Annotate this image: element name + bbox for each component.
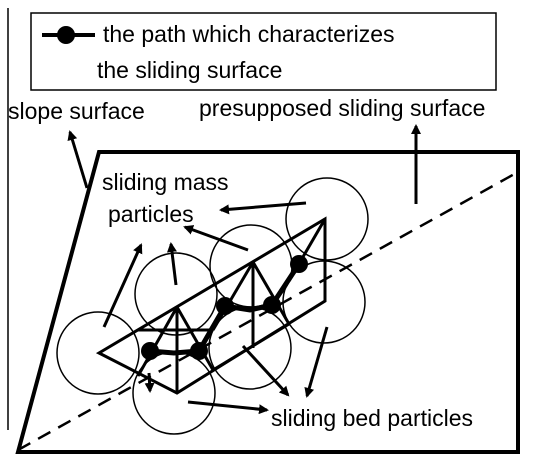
lattice-edge bbox=[212, 322, 290, 372]
arrow-mass-particle bbox=[219, 201, 307, 215]
label-slope-surface: slope surface bbox=[8, 98, 145, 124]
arrow-mass-particle bbox=[102, 243, 143, 328]
particle-circle bbox=[208, 306, 292, 390]
slope-outline bbox=[15, 150, 520, 454]
triangular-lattice bbox=[95, 216, 327, 395]
particle-circle bbox=[56, 311, 140, 395]
lattice-edge bbox=[251, 261, 291, 325]
path-node bbox=[216, 297, 234, 315]
arrow-mass-particle bbox=[183, 225, 249, 252]
path-node bbox=[190, 342, 208, 360]
lattice-edge bbox=[136, 306, 179, 377]
arrow-bed-particle bbox=[144, 372, 155, 393]
arrow-bed-particle bbox=[187, 400, 269, 415]
label-sliding-mass-line2: particles bbox=[108, 201, 194, 227]
legend-box bbox=[30, 12, 497, 91]
legend-path-symbol bbox=[42, 26, 95, 44]
arrows bbox=[67, 124, 421, 415]
label-sliding-bed-particles: sliding bed particles bbox=[271, 405, 473, 431]
arrow-bed-particle bbox=[304, 326, 329, 398]
arrow-bed-particle bbox=[241, 344, 290, 397]
legend-text-line2: the sliding surface bbox=[97, 57, 282, 83]
arrow-slope-surface bbox=[67, 130, 89, 189]
path-node bbox=[141, 342, 159, 360]
particle-circle bbox=[285, 177, 369, 261]
particles bbox=[56, 177, 369, 435]
arrow-mass-particle bbox=[167, 242, 178, 286]
label-sliding-mass-line1: sliding mass bbox=[102, 169, 229, 195]
label-presupposed-sliding-surface: presupposed sliding surface bbox=[199, 95, 485, 121]
lattice-outline bbox=[95, 216, 327, 395]
legend-text-line1: the path which characterizes bbox=[103, 21, 395, 47]
sliding-path bbox=[141, 255, 308, 360]
legend: the path which characterizes the sliding… bbox=[30, 12, 497, 91]
path-node bbox=[290, 255, 308, 273]
lattice-edge bbox=[175, 306, 215, 371]
path-node bbox=[263, 296, 281, 314]
